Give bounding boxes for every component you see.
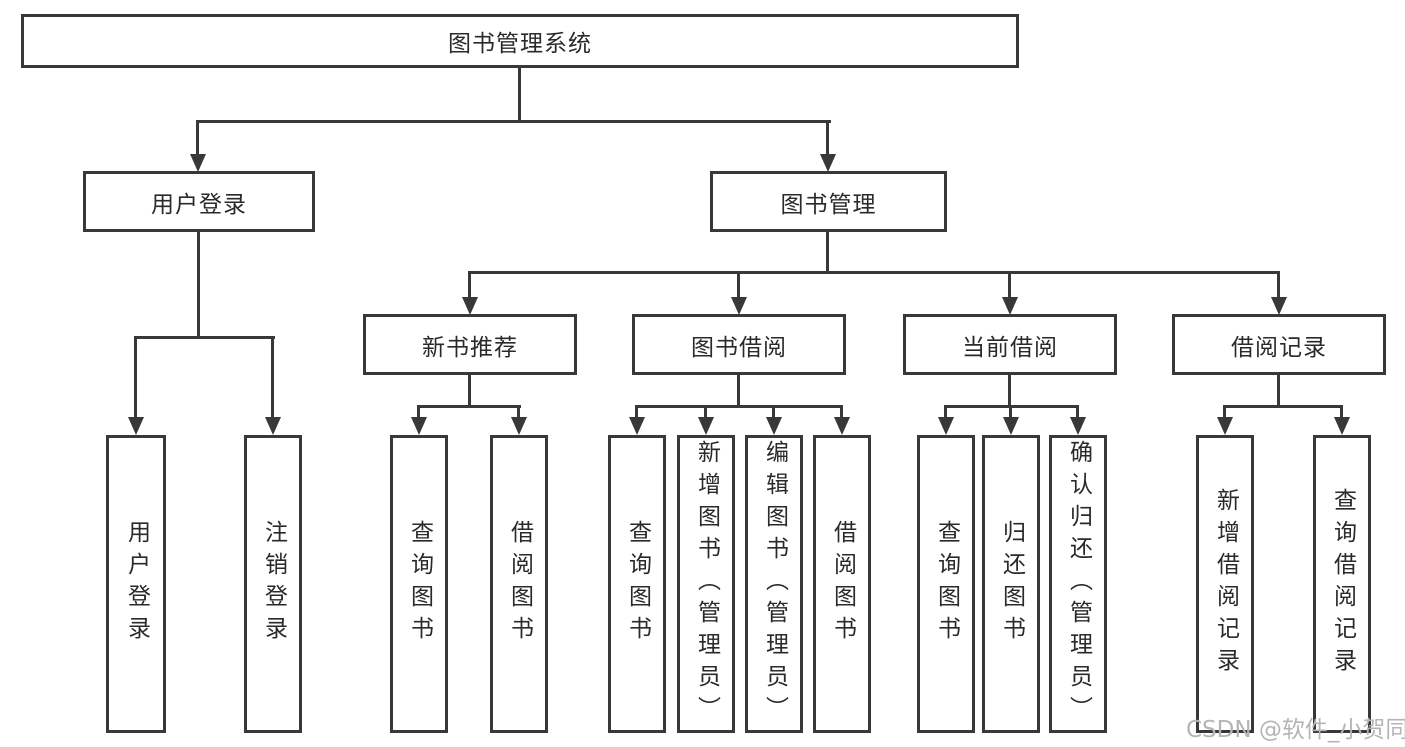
connector-to-leaf-rec-borrow-book (517, 405, 520, 419)
leaf-bb-borrow-book: 借阅图书 (813, 435, 871, 733)
node-borrow-records-label: 借阅记录 (1231, 334, 1327, 361)
leaf-bb-query-book: 查询图书 (608, 435, 666, 733)
leaf-bb-edit-book: 编辑图书（管理员） (745, 435, 803, 733)
arrowhead-leaf-bb-borrow-book (834, 417, 850, 435)
connector-to-leaf-logout (271, 336, 274, 419)
leaf-br-query-record: 查询借阅记录 (1313, 435, 1371, 733)
arrowhead-leaf-bb-add-book (698, 417, 714, 435)
leaf-cb-query-book-label: 查询图书 (933, 520, 960, 648)
connector-to-leaf-cb-query-book (944, 405, 947, 419)
arrowhead-borrow-records (1271, 297, 1287, 315)
connector-book-management-stem (826, 230, 829, 273)
connector-to-current-borrow (1008, 271, 1011, 299)
node-book-borrow-label: 图书借阅 (691, 334, 787, 361)
node-user-login-label: 用户登录 (151, 191, 247, 218)
connector-new-book-recommend-stem (468, 373, 471, 407)
connector-to-book-borrow (737, 271, 740, 299)
node-user-login: 用户登录 (83, 171, 315, 232)
leaf-br-query-record-label: 查询借阅记录 (1329, 488, 1356, 680)
leaf-logout-label: 注销登录 (260, 520, 287, 648)
leaf-user-login-label: 用户登录 (123, 520, 150, 648)
arrowhead-leaf-br-query-record (1334, 417, 1350, 435)
leaf-cb-return-book: 归还图书 (982, 435, 1040, 733)
csdn-watermark: CSDN @软件_小贺同学 (1186, 717, 1405, 743)
arrowhead-leaf-rec-borrow-book (511, 417, 527, 435)
connector-root-stem (518, 67, 521, 122)
arrowhead-current-borrow (1002, 297, 1018, 315)
arrowhead-leaf-cb-return-book (1003, 417, 1019, 435)
arrowhead-book-management (820, 154, 836, 172)
connector-to-leaf-bb-add-book (704, 405, 707, 419)
leaf-cb-confirm-return-label: 确认归还（管理员） (1065, 440, 1092, 728)
connector-to-borrow-records (1277, 271, 1280, 299)
connector-user-login-stem (197, 229, 200, 338)
leaf-bb-query-book-label: 查询图书 (624, 520, 651, 648)
arrowhead-leaf-bb-query-book (629, 417, 645, 435)
arrowhead-leaf-logout (265, 417, 281, 435)
connector-current-borrow-stem (1008, 373, 1011, 407)
connector-root-branch (197, 120, 831, 123)
connector-to-leaf-user-login (134, 336, 137, 419)
node-new-book-recommend-label: 新书推荐 (422, 334, 518, 361)
arrowhead-leaf-cb-query-book (938, 417, 954, 435)
leaf-rec-query-book-label: 查询图书 (406, 520, 433, 648)
node-book-borrow: 图书借阅 (632, 314, 846, 375)
connector-book-management-branch (469, 271, 1280, 274)
connector-new-book-recommend-branch (418, 405, 521, 408)
leaf-bb-edit-book-label: 编辑图书（管理员） (761, 440, 788, 728)
arrowhead-leaf-bb-edit-book (766, 417, 782, 435)
leaf-bb-add-book-label: 新增图书（管理员） (693, 440, 720, 728)
arrowhead-leaf-rec-query-book (411, 417, 427, 435)
leaf-br-add-record: 新增借阅记录 (1196, 435, 1254, 733)
connector-current-borrow-branch (945, 405, 1079, 408)
connector-to-leaf-bb-query-book (635, 405, 638, 419)
connector-book-borrow-branch (636, 405, 843, 408)
node-current-borrow: 当前借阅 (903, 314, 1117, 375)
connector-user-login-branch (135, 336, 275, 339)
connector-to-leaf-br-query-record (1340, 405, 1343, 419)
leaf-user-login: 用户登录 (106, 435, 166, 733)
connector-to-leaf-cb-confirm-return (1076, 405, 1079, 419)
connector-to-leaf-bb-edit-book (772, 405, 775, 419)
leaf-rec-borrow-book: 借阅图书 (490, 435, 548, 733)
arrowhead-new-book-recommend (462, 297, 478, 315)
leaf-cb-confirm-return: 确认归还（管理员） (1049, 435, 1107, 733)
connector-borrow-records-branch (1224, 405, 1343, 408)
connector-to-user-login (196, 120, 199, 158)
node-current-borrow-label: 当前借阅 (962, 334, 1058, 361)
arrowhead-user-login (190, 154, 206, 172)
connector-to-leaf-bb-borrow-book (840, 405, 843, 419)
arrowhead-leaf-br-add-record (1217, 417, 1233, 435)
node-book-management: 图书管理 (710, 171, 947, 232)
arrowhead-book-borrow (731, 297, 747, 315)
connector-borrow-records-stem (1277, 373, 1280, 407)
leaf-cb-return-book-label: 归还图书 (998, 520, 1025, 648)
leaf-bb-add-book: 新增图书（管理员） (677, 435, 735, 733)
arrowhead-leaf-user-login (128, 417, 144, 435)
leaf-rec-borrow-book-label: 借阅图书 (506, 520, 533, 648)
node-root-label: 图书管理系统 (448, 31, 592, 57)
node-new-book-recommend: 新书推荐 (363, 314, 577, 375)
leaf-br-add-record-label: 新增借阅记录 (1212, 488, 1239, 680)
connector-to-leaf-cb-return-book (1009, 405, 1012, 419)
connector-to-book-management (826, 120, 829, 158)
connector-to-leaf-rec-query-book (417, 405, 420, 419)
leaf-logout: 注销登录 (244, 435, 302, 733)
node-borrow-records: 借阅记录 (1172, 314, 1386, 375)
connector-to-new-book-recommend (468, 271, 471, 299)
node-root: 图书管理系统 (21, 14, 1019, 68)
leaf-rec-query-book: 查询图书 (390, 435, 448, 733)
node-book-management-label: 图书管理 (780, 191, 877, 218)
connector-to-leaf-br-add-record (1223, 405, 1226, 419)
leaf-bb-borrow-book-label: 借阅图书 (829, 520, 856, 648)
leaf-cb-query-book: 查询图书 (917, 435, 975, 733)
connector-book-borrow-stem (737, 373, 740, 407)
arrowhead-leaf-cb-confirm-return (1070, 417, 1086, 435)
